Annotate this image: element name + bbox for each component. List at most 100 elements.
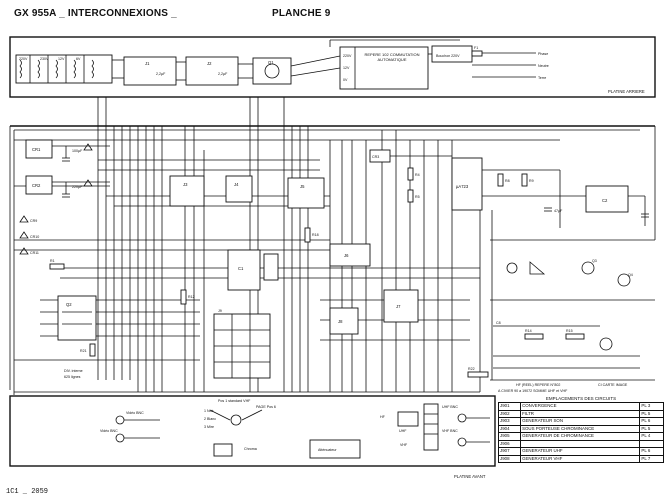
cr11-label: CR11 [30,251,39,255]
resistor-r12 [180,289,187,305]
attenuator-block [309,439,361,459]
transformer-sec-c-label: 6V [76,57,81,61]
hf-vhf-bnc-label: VHF BNC [442,429,458,433]
circuit-plate: PL 6 [639,417,664,426]
q3-transistor [581,261,595,275]
circuit-plate: PL 3 [639,402,664,411]
j3-label: J3 [183,182,188,187]
mode-title: Pos 1 standard VHF [218,399,251,403]
circuits-table-title: EMPLACEMENTS DES CIRCUITS [545,396,617,401]
j6-label: J6 [344,253,349,258]
attenuator-label: Atténuateur [318,448,337,452]
front-panel: PLATINE AVANT Vidéo BNC Vidéo BNC Pos 1 … [9,395,496,479]
central-connectors: J3 J4 J5 C1 J6 J7 J8 J9 R12 [80,175,419,379]
drawing-code: 1C1 _ 2059 [6,488,49,496]
left-power-section: CR1 CR2 100µF 220µF CR9 CR10 CR11 R1 [19,139,110,379]
circuit-label: CONVERGENCE [520,402,641,411]
cr2-label: CR2 [32,183,41,188]
j1-module [123,56,177,86]
vhf-bnc [457,437,467,447]
j2-label: J2 [207,61,212,66]
circuit-label: GENERATEUR SON [520,417,641,426]
hf-uhf-block [397,411,419,427]
q2-label: Q2 [66,302,72,307]
cr2-bridge [25,175,53,195]
cr10-label: CR10 [30,235,39,239]
div-internal-label: DIV. interne [64,369,83,373]
resistor-r4 [407,167,414,181]
sync-out-label: Vidéo BNC [126,411,144,415]
c8-label: C8 [496,321,501,325]
transformer-sec-b-label: 12V [58,57,65,61]
q4-transistor [617,273,631,287]
j4-connector [225,175,253,203]
front-panel-frame [9,395,496,467]
circuit-ref: J905 [497,432,522,441]
c2-block-label: C2 [602,198,608,203]
resistor-r15 [565,333,585,340]
div-lines-label: 625 lignes [64,375,81,379]
fuse-note: A CIVIER 90 a 19072 SOMME UHF et VHF [498,389,568,393]
color-card-label: CI CARTE IMAGE [598,383,628,387]
j7-label: J7 [396,304,401,309]
c2-cap-label: 220µF [72,185,83,189]
transformer-primary-label: 220V [19,57,28,61]
lamp-indicator [506,262,518,274]
circuit-ref: J908 [497,454,522,463]
mains-phase-label: Phase [538,52,548,56]
circuit-plate [639,439,664,448]
rear-panel-frame [9,36,656,98]
resistor-r9 [521,173,528,187]
auto-switch-label: REPERE 102 COMMUTATION AUTOMATIQUE [364,52,420,62]
circuit-label: FILTR [520,409,641,418]
j3-connector [169,175,205,207]
circuit-ref: J906 [497,439,522,448]
circuit-label: GENERATEUR VHF [520,454,641,463]
q1-regulator [252,57,292,85]
fuse-label: F1 [474,46,478,50]
j6-connector [329,243,371,267]
transformer-sec-a-label: 230V [40,57,49,61]
j5-label: J5 [300,184,305,189]
c2-block [585,185,629,213]
r21-label: R21 [80,349,87,353]
circuit-label [520,439,641,448]
r12-label: R12 [188,295,195,299]
circuit-label: SOUS PORTEUSE CHROMINANCE [520,424,641,433]
uhf-bnc [457,413,467,423]
r9-label: R9 [529,179,534,183]
video-out-label: Vidéo BNC [100,429,118,433]
circuit-ref: J901 [497,402,522,411]
ua723-label: µA723 [456,184,469,189]
circuit-ref: J904 [497,424,522,433]
j1-label: J1 [145,61,150,66]
q3-label: Q3 [592,259,597,263]
front-panel-label: PLATINE AVANT [454,474,486,479]
hf-set-label: HF [380,415,386,419]
j2-cap-label: 2,2µF [218,72,228,76]
c1-block-label: C1 [238,266,244,271]
auto-12-label: 12V [343,66,350,70]
r15-label: R15 [566,329,573,333]
r4-label: R4 [415,173,420,177]
circuit-row: J906 [497,439,664,448]
r18-label: R18 [312,233,319,237]
resistor-r8 [497,173,504,187]
fuse-f1 [471,50,483,57]
cr3-label: CR3 [372,155,379,159]
circuit-ref: J907 [497,447,522,456]
hf-repere-label: HF (REEL) REPERE N°802 [516,383,560,387]
page-switch-label: PAGE Pos 6 [256,405,276,409]
hf-ladder [423,403,439,451]
mode-switch-knob [230,414,242,426]
sync-bnc [115,415,125,425]
mode-item-1: 1 Noir [204,409,214,413]
